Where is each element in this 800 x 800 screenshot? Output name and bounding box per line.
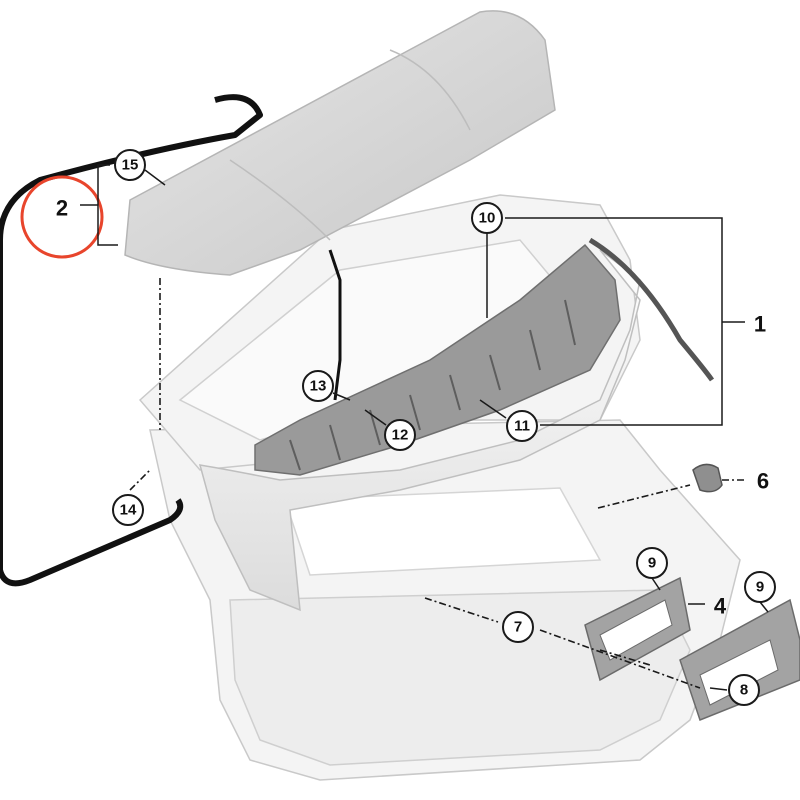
callout-7: 7	[502, 611, 534, 643]
trim-carrier-ribs	[289, 299, 576, 471]
rear-spoiler	[124, 10, 556, 276]
callout-13: 13	[302, 370, 334, 402]
callout-13-text: 13	[310, 378, 327, 395]
dash-7-hole	[599, 649, 651, 666]
label-1: 1	[754, 312, 766, 337]
callout-15: 15	[114, 149, 146, 181]
callout-8-text: 8	[740, 682, 748, 699]
callout-11-text: 11	[514, 418, 530, 435]
leader-12	[364, 409, 387, 426]
dash-14	[129, 469, 151, 491]
label-2: 2	[56, 196, 68, 221]
clip-part	[692, 463, 723, 493]
leader-1-bracket	[505, 217, 745, 426]
dash-6	[597, 479, 745, 509]
label-4: 4	[714, 594, 727, 619]
highlight-ring	[20, 175, 104, 259]
callout-8: 8	[728, 674, 760, 706]
weather-seal	[0, 94, 263, 587]
callout-10: 10	[471, 202, 503, 234]
leader-2-bracket	[80, 164, 118, 246]
callout-9a: 9	[636, 547, 668, 579]
label-6: 6	[757, 469, 769, 494]
callout-12: 12	[384, 419, 416, 451]
callout-10-text: 10	[479, 210, 496, 227]
callout-11: 11	[506, 410, 538, 442]
leader-9a	[651, 577, 661, 591]
callout-9b: 9	[744, 571, 776, 603]
callout-7-text: 7	[514, 619, 522, 636]
leader-15	[144, 169, 166, 186]
dash-7	[424, 597, 701, 689]
leader-8	[709, 687, 728, 691]
callout-12-text: 12	[392, 427, 409, 444]
leader-11	[479, 399, 507, 419]
callout-14: 14	[112, 494, 144, 526]
callout-14-text: 14	[120, 502, 137, 519]
rear-spoiler-ridge	[229, 49, 471, 241]
callout-15-text: 15	[122, 157, 139, 174]
callout-9b-text: 9	[756, 579, 764, 596]
leader-9b	[759, 601, 769, 613]
leader-13	[332, 392, 351, 401]
weather-seal-inner	[328, 249, 342, 401]
trim-side-strip	[588, 237, 715, 382]
callout-9a-text: 9	[648, 555, 656, 572]
tailgate-window-opening	[283, 487, 602, 576]
trim-carrier-bracket	[254, 243, 621, 476]
